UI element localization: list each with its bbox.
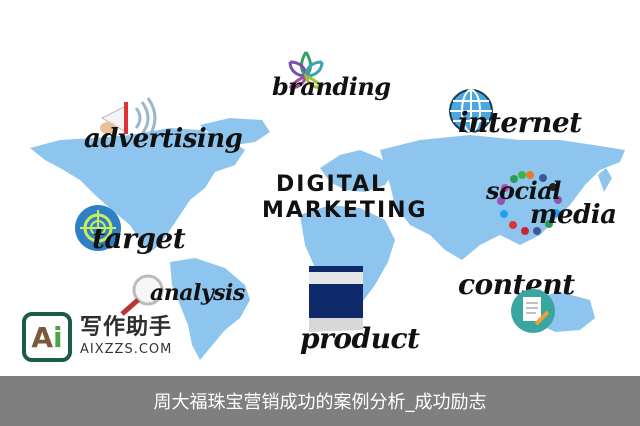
logo-domain: AIXZZS.COM <box>80 342 173 357</box>
social-circle-icon <box>497 171 562 235</box>
megaphone-icon <box>100 97 157 139</box>
document-icon <box>511 289 555 333</box>
label-content: content <box>458 268 575 301</box>
label-advertising: advertising <box>84 124 243 154</box>
product-box-icon <box>309 266 363 332</box>
magnifier-icon <box>120 274 164 316</box>
label-analysis: analysis <box>150 280 245 306</box>
label-target: target <box>92 222 186 255</box>
label-product: product <box>300 322 420 355</box>
illustration: branding advertising internet <box>22 51 625 362</box>
lotus-icon <box>288 51 324 90</box>
logo-name: 写作助手 <box>80 315 173 340</box>
label-media: media <box>530 200 617 230</box>
logo-letter-a: A <box>31 320 54 354</box>
label-internet: internet <box>458 106 582 139</box>
caption-bar: 周大福珠宝营销成功的案例分析_成功励志 <box>0 376 640 426</box>
logo-letter-i: i <box>53 320 63 354</box>
title-line-digital: DIGITAL <box>276 172 388 197</box>
target-icon <box>75 205 121 251</box>
label-branding: branding <box>272 72 391 101</box>
caption-text: 周大福珠宝营销成功的案例分析_成功励志 <box>153 392 487 413</box>
title-line-marketing: MARKETING <box>262 198 428 223</box>
label-social: social <box>486 176 561 205</box>
logo-text: 写作助手 AIXZZS.COM <box>80 315 172 359</box>
globe-icon <box>449 89 493 133</box>
title-digital-marketing: DIGITAL MARKETING <box>262 172 428 224</box>
